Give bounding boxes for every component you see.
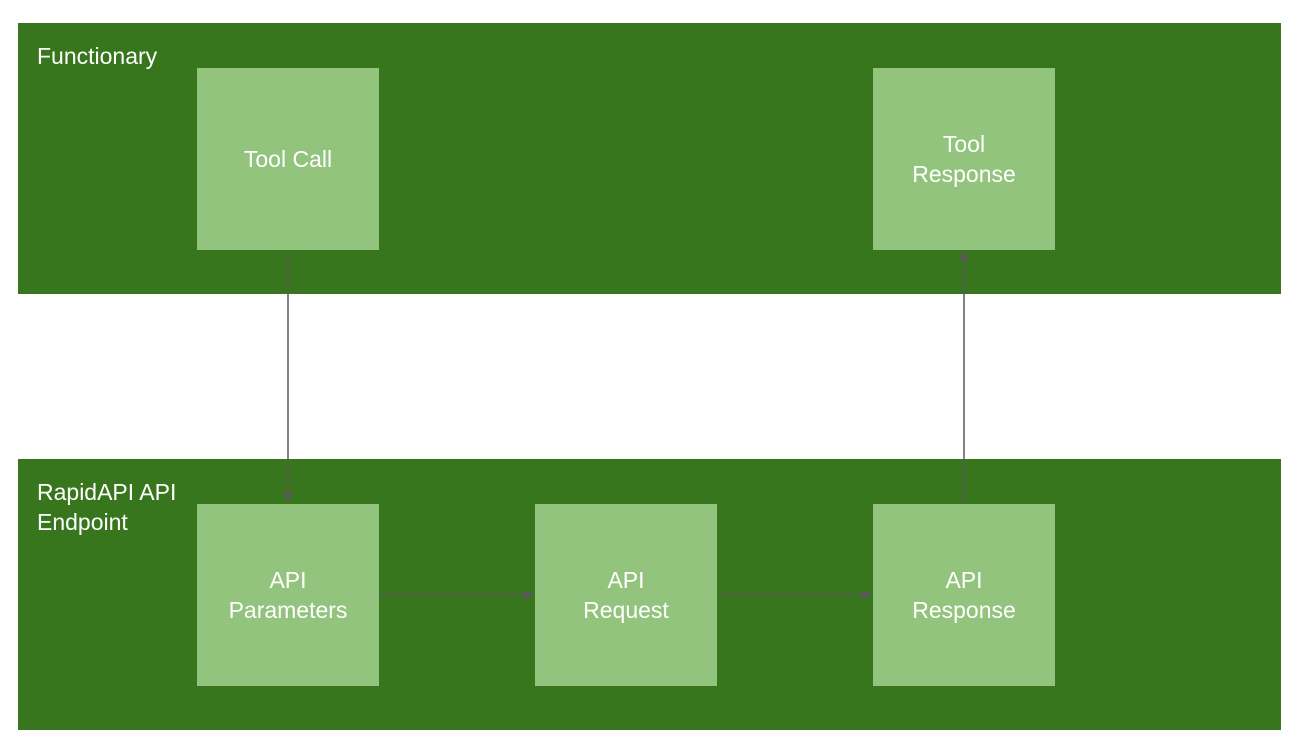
api-request-label: API Request: [583, 567, 669, 623]
api-parameters-label: API Parameters: [228, 567, 348, 623]
tool-response-node: Tool Response: [873, 68, 1055, 250]
tool-call-node: Tool Call: [197, 68, 379, 250]
api-response-label: API Response: [912, 567, 1016, 623]
rapidapi-endpoint-lane-title: RapidAPI API Endpoint: [37, 479, 177, 535]
functionary-lane-title: Functionary: [37, 43, 158, 69]
tool-call-label: Tool Call: [243, 146, 333, 172]
api-parameters-node: API Parameters: [197, 504, 379, 686]
api-response-node: API Response: [873, 504, 1055, 686]
tool-response-label: Tool Response: [912, 131, 1016, 187]
api-request-node: API Request: [535, 504, 717, 686]
